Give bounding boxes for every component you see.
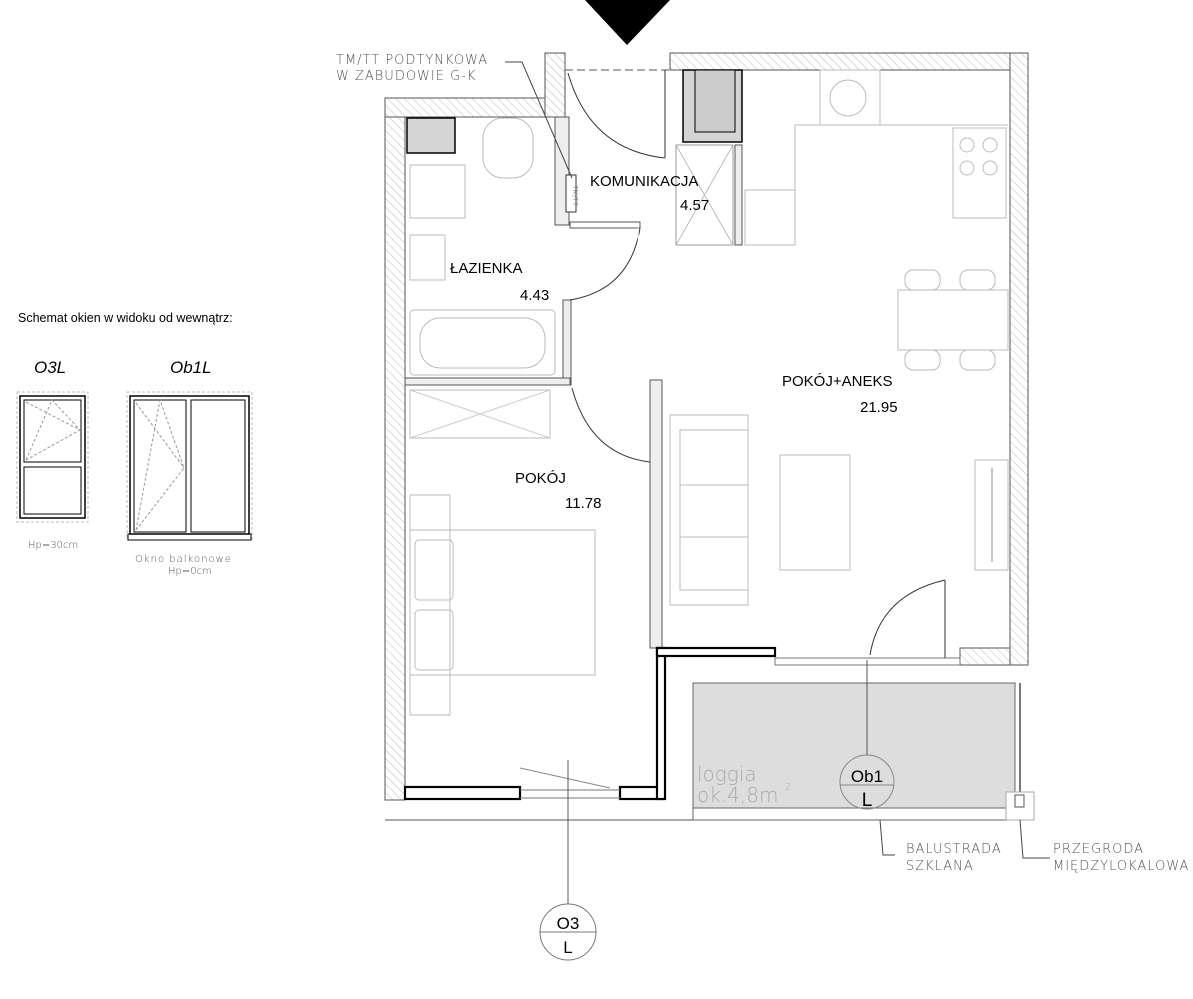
north-arrow-icon (585, 0, 670, 45)
legend-ob1l-note2: Hp=0cm (168, 566, 212, 577)
loggia-area-sup: 2 (785, 782, 791, 793)
loggia (692, 682, 1016, 809)
svg-text:Ob1: Ob1 (851, 767, 883, 786)
przegroda-label-line1: PRZEGRODA (1053, 842, 1144, 857)
room-lazienka-name: ŁAZIENKA (450, 260, 523, 277)
room-pokoj-name: POKÓJ (515, 470, 566, 487)
loggia-area: ok.4,8m (697, 783, 778, 807)
balustrada-label-line1: BALUSTRADA (906, 842, 1002, 857)
svg-text:O3: O3 (557, 914, 580, 933)
tm-tt-label-line1: TM/TT PODTYNKOWA (336, 53, 488, 68)
installation-shaft (675, 69, 743, 246)
window-tag-ob1l: Ob1 L (839, 660, 895, 811)
room-komunikacja-name: KOMUNIKACJA (590, 173, 698, 190)
interior-walls (404, 116, 663, 649)
svg-text:L: L (862, 790, 873, 811)
legend-window-o3l-code: O3L (34, 358, 66, 377)
glass-balustrade (692, 807, 1007, 821)
room-pokoj-aneks-area: 21.95 (860, 399, 898, 416)
furniture (409, 69, 1009, 716)
window-schema-o3l (16, 391, 89, 523)
legend-title: Schemat okien w widoku od wewnątrz: (18, 311, 233, 325)
exterior-walls (384, 52, 1029, 801)
window-tag-o3l: O3 L (539, 760, 597, 961)
legend-ob1l-note: Okno balkonowe (135, 554, 232, 565)
legend-o3l-note: Hp=30cm (28, 540, 78, 551)
room-pokoj-aneks-name: POKÓJ+ANEKS (782, 373, 892, 390)
room-lazienka-area: 4.43 (520, 287, 549, 304)
doors (567, 70, 946, 658)
przegroda-label-line2: MIĘDZYLOKALOWA (1053, 859, 1189, 874)
legend-window-ob1l-code: Ob1L (170, 358, 212, 377)
balustrada-label-line2: SZKLANA (906, 859, 974, 874)
room-pokoj-area: 11.78 (565, 495, 601, 512)
tm-tt-label-line2: W ZABUDOWIE G-K (336, 69, 476, 84)
bottom-walls (385, 646, 777, 821)
window-schema-ob1l (126, 391, 253, 541)
svg-text:L: L (563, 938, 572, 957)
tm-tt-box-label: TM/TT (571, 185, 579, 207)
room-komunikacja-area: 4.57 (680, 197, 709, 214)
loggia-label: loggia (697, 762, 757, 786)
bathroom-shaft (406, 117, 456, 154)
